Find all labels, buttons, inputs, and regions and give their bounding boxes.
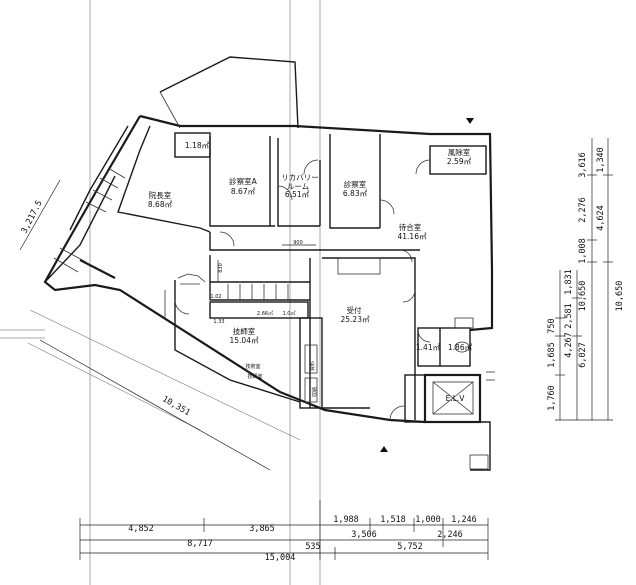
dim-b3-2: 5,752 — [397, 542, 423, 552]
interior-walls — [117, 125, 495, 471]
reception-name: 受付 — [347, 305, 362, 315]
dim-r3-4: 6,027 — [578, 342, 588, 368]
dim-b1-1: 3,865 — [249, 524, 275, 534]
recovery-name-1: リカバリー — [281, 173, 319, 182]
dim-r3-1: 3,616 — [578, 152, 588, 178]
vertical-2: 収納 — [311, 387, 318, 397]
dim-r2-0: 1,831 — [564, 269, 574, 295]
area-01: 1.0㎡ — [283, 310, 296, 317]
staff-room-name: 技師室 — [233, 326, 256, 336]
dim-b1-0: 4,852 — [128, 524, 154, 534]
recovery-area: 6.51㎡ — [285, 190, 310, 199]
interior-annotations: 900 830 1.02 2.66㎡ 1.0㎡ 1.33 技術室 技師室 資料 … — [210, 240, 318, 397]
label-b: 技術室 — [245, 363, 260, 370]
area-25: 2.66㎡ — [257, 310, 273, 317]
dim-r3-0: 2,276 — [578, 197, 588, 223]
diagonal-dimensions: 3,217.5 10,351 — [20, 179, 271, 471]
dim-r2-2: 4,267 — [564, 332, 574, 358]
waiting-name: 待合室 — [399, 222, 422, 232]
bottom-dimensions: 4,852 3,865 1,988 1,518 1,000 1,246 8,71… — [79, 500, 489, 563]
exam-a-name: 診察室A — [229, 176, 257, 186]
dim-r3-3: 10,650 — [578, 281, 588, 312]
dim-b2-0: 8,717 — [187, 539, 213, 549]
dim-b2-1: 3,506 — [351, 530, 377, 540]
exam-b-name: 診察室 — [344, 179, 367, 189]
label-c: 技師室 — [247, 373, 262, 380]
elevator-label: E.L.V — [446, 394, 466, 403]
dim-r1-1: 1,685 — [547, 342, 557, 368]
storage-name: 風除室 — [448, 147, 471, 157]
dim-b1-2: 1,988 — [333, 515, 359, 525]
recovery-name-2: ルーム — [287, 182, 309, 191]
dim-r1-0: 750 — [547, 318, 557, 333]
dim-r2-1: 2,581 — [564, 303, 574, 329]
director-room-name: 院長室 — [149, 190, 172, 200]
entrance-marker-bottom — [380, 446, 388, 452]
reception-area: 25.23㎡ — [341, 315, 370, 324]
closet-area: 1.02 — [210, 294, 221, 300]
small-room-area: 1.18㎡ — [185, 141, 210, 150]
storage-area: 2.59㎡ — [447, 157, 472, 166]
label-a: 1.33 — [213, 319, 224, 325]
dim-r4-0: 1,340 — [596, 147, 606, 173]
exam-b-area: 6.83㎡ — [343, 189, 368, 198]
dim-b2-2: 2,246 — [437, 530, 463, 540]
dim-r3-2: 1,008 — [578, 238, 588, 264]
toilet-area: 1.41㎡ — [416, 343, 441, 352]
dim-r4-1: 4,624 — [596, 205, 606, 231]
director-room-area: 8.68㎡ — [148, 200, 173, 209]
dim-b1-4: 1,000 — [415, 515, 441, 525]
construction-lines — [0, 0, 321, 585]
entrance-marker-top — [466, 118, 474, 124]
room-labels: 1.18㎡ 院長室 8.68㎡ 診察室A 8.67㎡ リカバリー ルーム 6.5… — [148, 141, 473, 403]
neighbor-building-outline — [159, 56, 299, 129]
right-dimensions: 750 1,685 1,760 1,831 2,581 4,267 2,276 … — [547, 138, 625, 421]
waiting-area: 41.16㎡ — [398, 232, 427, 241]
exterior-walls — [43, 114, 494, 424]
staff-room-area: 15.04㎡ — [230, 336, 259, 345]
dim-diagonal-bottom: 10,351 — [160, 394, 192, 418]
dim-b3-1: 535 — [305, 542, 320, 552]
dim-r1-2: 1,760 — [547, 385, 557, 411]
door-swings — [174, 159, 431, 421]
width-900: 900 — [293, 240, 303, 246]
washroom-area: 1.86㎡ — [448, 343, 473, 352]
dim-b1-3: 1,518 — [380, 515, 406, 525]
dim-b1-5: 1,246 — [451, 515, 477, 525]
dim-diagonal-left: 3,217.5 — [20, 199, 45, 235]
dim-r4-2: 10,650 — [615, 281, 625, 312]
vertical-1: 資料 — [309, 361, 316, 371]
exam-a-area: 8.67㎡ — [231, 187, 256, 196]
height-830: 830 — [218, 263, 224, 273]
dim-b3-0: 15,004 — [265, 553, 296, 563]
